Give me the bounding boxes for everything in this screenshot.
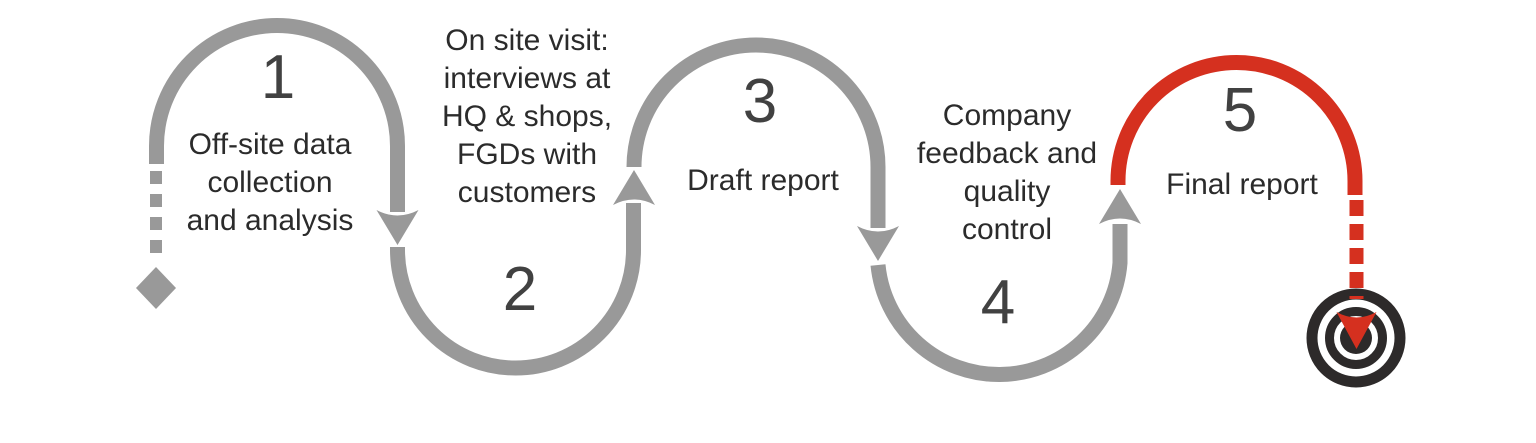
step-number-2: 2 <box>502 255 538 324</box>
step-label-5: Final report <box>1166 168 1318 201</box>
arrow-down-icon-1 <box>376 210 419 245</box>
step5-arc <box>1110 55 1363 195</box>
step4-arc <box>870 224 1128 383</box>
step-label-4: Company feedback and quality control <box>916 99 1098 246</box>
arrow-down-icon-3 <box>857 226 899 261</box>
diamond-icon <box>136 267 176 309</box>
step2-arc <box>390 203 641 376</box>
step-label-1: Off-site data collection and analysis <box>186 128 354 237</box>
step1-arc <box>149 18 405 212</box>
target-middle-ring <box>1325 307 1387 369</box>
arrow-up-icon-4 <box>1099 189 1141 224</box>
step-number-1: 1 <box>260 43 296 112</box>
step-number-4: 4 <box>980 268 1016 337</box>
step-number-3: 3 <box>742 67 778 136</box>
arrow-up-icon-2 <box>613 170 655 205</box>
step3-arc <box>626 37 886 228</box>
final-arrow-down-icon <box>1336 312 1377 349</box>
step-label-3: Draft report <box>687 164 839 197</box>
step-label-2: On site visit: interviews at HQ & shops,… <box>441 24 613 209</box>
step-number-5: 5 <box>1222 76 1258 145</box>
target-outer-ring <box>1306 288 1406 388</box>
